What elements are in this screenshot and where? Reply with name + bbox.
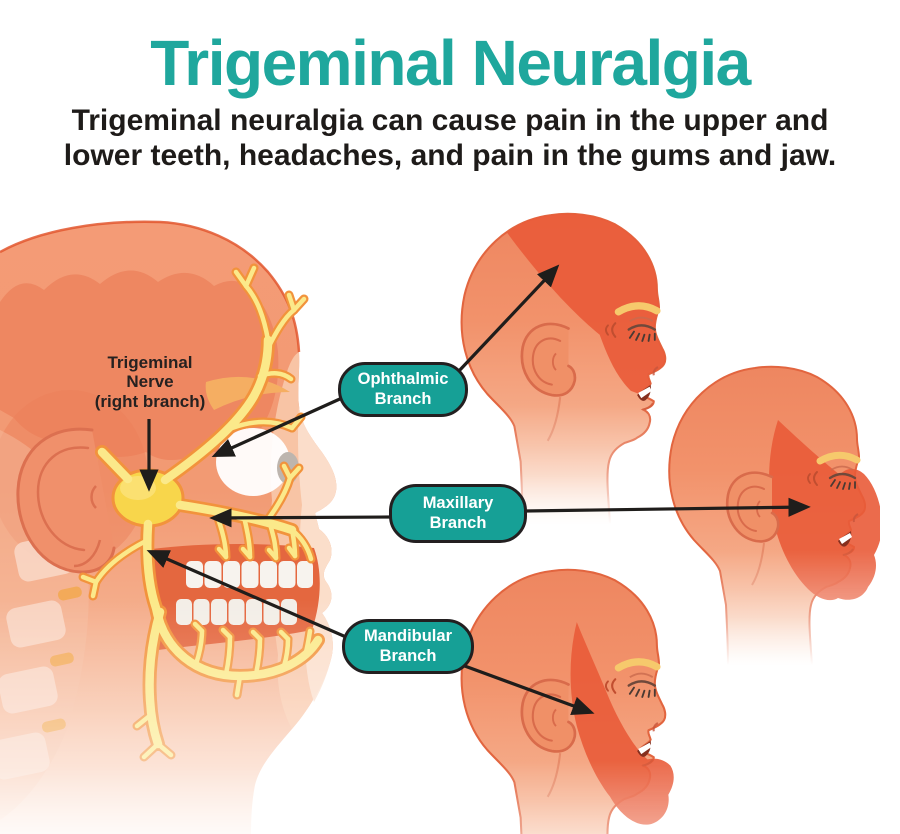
arrow-maxillary-to-nerve — [209, 508, 393, 528]
subtitle-line-2: lower teeth, headaches, and pain in the … — [63, 139, 837, 173]
brain-region — [0, 270, 279, 461]
arrow-mandibular-to-head — [461, 663, 595, 715]
arrows — [139, 264, 811, 715]
mandibular-label-line-1: Mandibular — [363, 627, 452, 646]
pain-region-mandibular — [570, 622, 674, 825]
pain-head-mandibular — [460, 568, 674, 834]
maxillary-label-line-2: Branch — [429, 513, 487, 532]
page-title: Trigeminal Neuralgia — [150, 27, 751, 99]
large-head-illustration — [0, 220, 337, 834]
pain-head-maxillary — [668, 365, 883, 666]
nerve-label-line-3: (right branch) — [94, 391, 206, 411]
mandibular-branch-label: Mandibular Branch — [342, 619, 474, 674]
nerve-label-line-1: Trigeminal — [107, 353, 193, 372]
page-subtitle: Trigeminal neuralgia can cause pain in t… — [0, 103, 900, 173]
upper-teeth — [186, 561, 313, 588]
ear-large-head — [16, 427, 116, 574]
pain-head-ophthalmic — [460, 212, 667, 526]
trigeminal-nerve-label: Trigeminal Nerve (right branch) — [56, 353, 244, 411]
trigeminal-nerve-network — [83, 268, 318, 757]
pain-region-maxillary — [769, 420, 883, 601]
maxillary-label-line-1: Maxillary — [422, 494, 494, 513]
ophthalmic-label-line-1: Ophthalmic — [357, 370, 449, 389]
mandibular-label-line-2: Branch — [379, 646, 437, 665]
ophthalmic-branch-label: Ophthalmic Branch — [338, 362, 468, 417]
pain-region-ophthalmic — [507, 213, 666, 394]
maxillary-branch-label: Maxillary Branch — [389, 484, 527, 543]
arrow-ophthalmic-to-nerve — [211, 396, 343, 457]
arrow-maxillary-to-head — [524, 497, 811, 517]
ophthalmic-label-line-2: Branch — [374, 389, 432, 408]
nerve-label-line-2: Nerve — [126, 372, 174, 392]
header: Trigeminal Neuralgia Trigeminal neuralgi… — [0, 0, 900, 173]
arrow-mandibular-to-nerve — [146, 550, 347, 639]
subtitle-line-1: Trigeminal neuralgia can cause pain in t… — [71, 104, 829, 138]
arrow-ophthalmic-to-head — [456, 264, 560, 374]
